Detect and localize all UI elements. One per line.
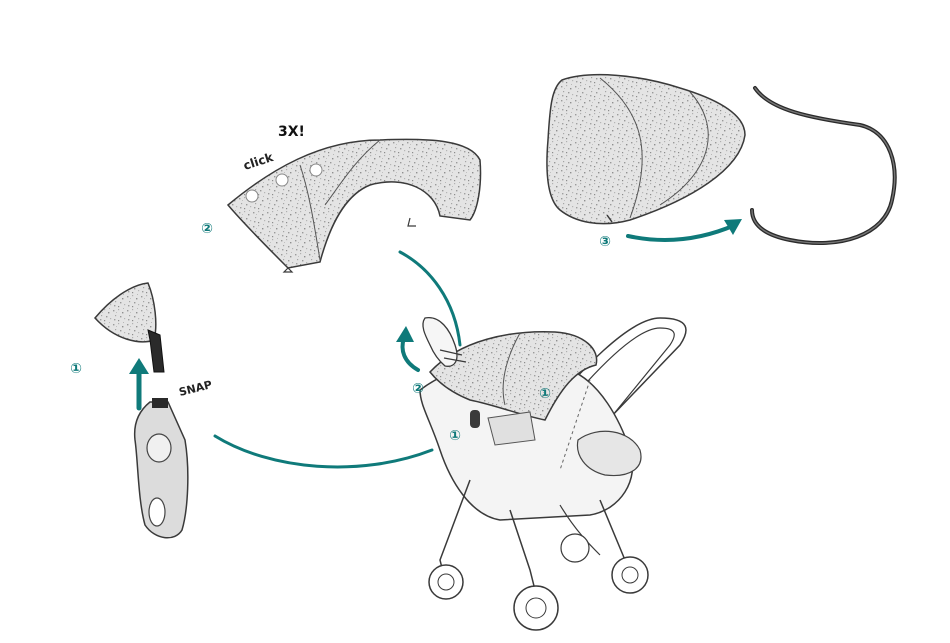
snap-sound-label: SNAP xyxy=(178,378,214,399)
stroller-clip-step-number: ① xyxy=(449,428,461,444)
step-3-number: ③ xyxy=(599,234,611,250)
step-2-number: ② xyxy=(201,221,213,237)
stroller-step-1-number: ① xyxy=(539,386,551,402)
step-3-badge: ③ xyxy=(599,234,611,250)
canopy-wire-frame xyxy=(752,88,895,243)
connector-curve-bottom xyxy=(215,436,432,467)
curved-arrow-icon xyxy=(403,338,418,370)
stroller xyxy=(420,318,686,630)
canopy-corner-detail xyxy=(95,283,164,372)
curved-arrow-head xyxy=(396,326,414,342)
click-sound-label: click xyxy=(242,150,276,173)
stroller-step-2-number: ② xyxy=(412,381,424,397)
step-1-badge: ① xyxy=(70,361,82,377)
step-1-number: ① xyxy=(70,361,82,377)
removed-canopy xyxy=(547,75,745,224)
snap-up-arrow-head xyxy=(129,358,149,374)
remove-arrow xyxy=(628,225,735,240)
step-2-badge: ② xyxy=(201,221,213,237)
click-times-label: 3X! xyxy=(278,124,305,140)
clip-part xyxy=(135,398,188,538)
